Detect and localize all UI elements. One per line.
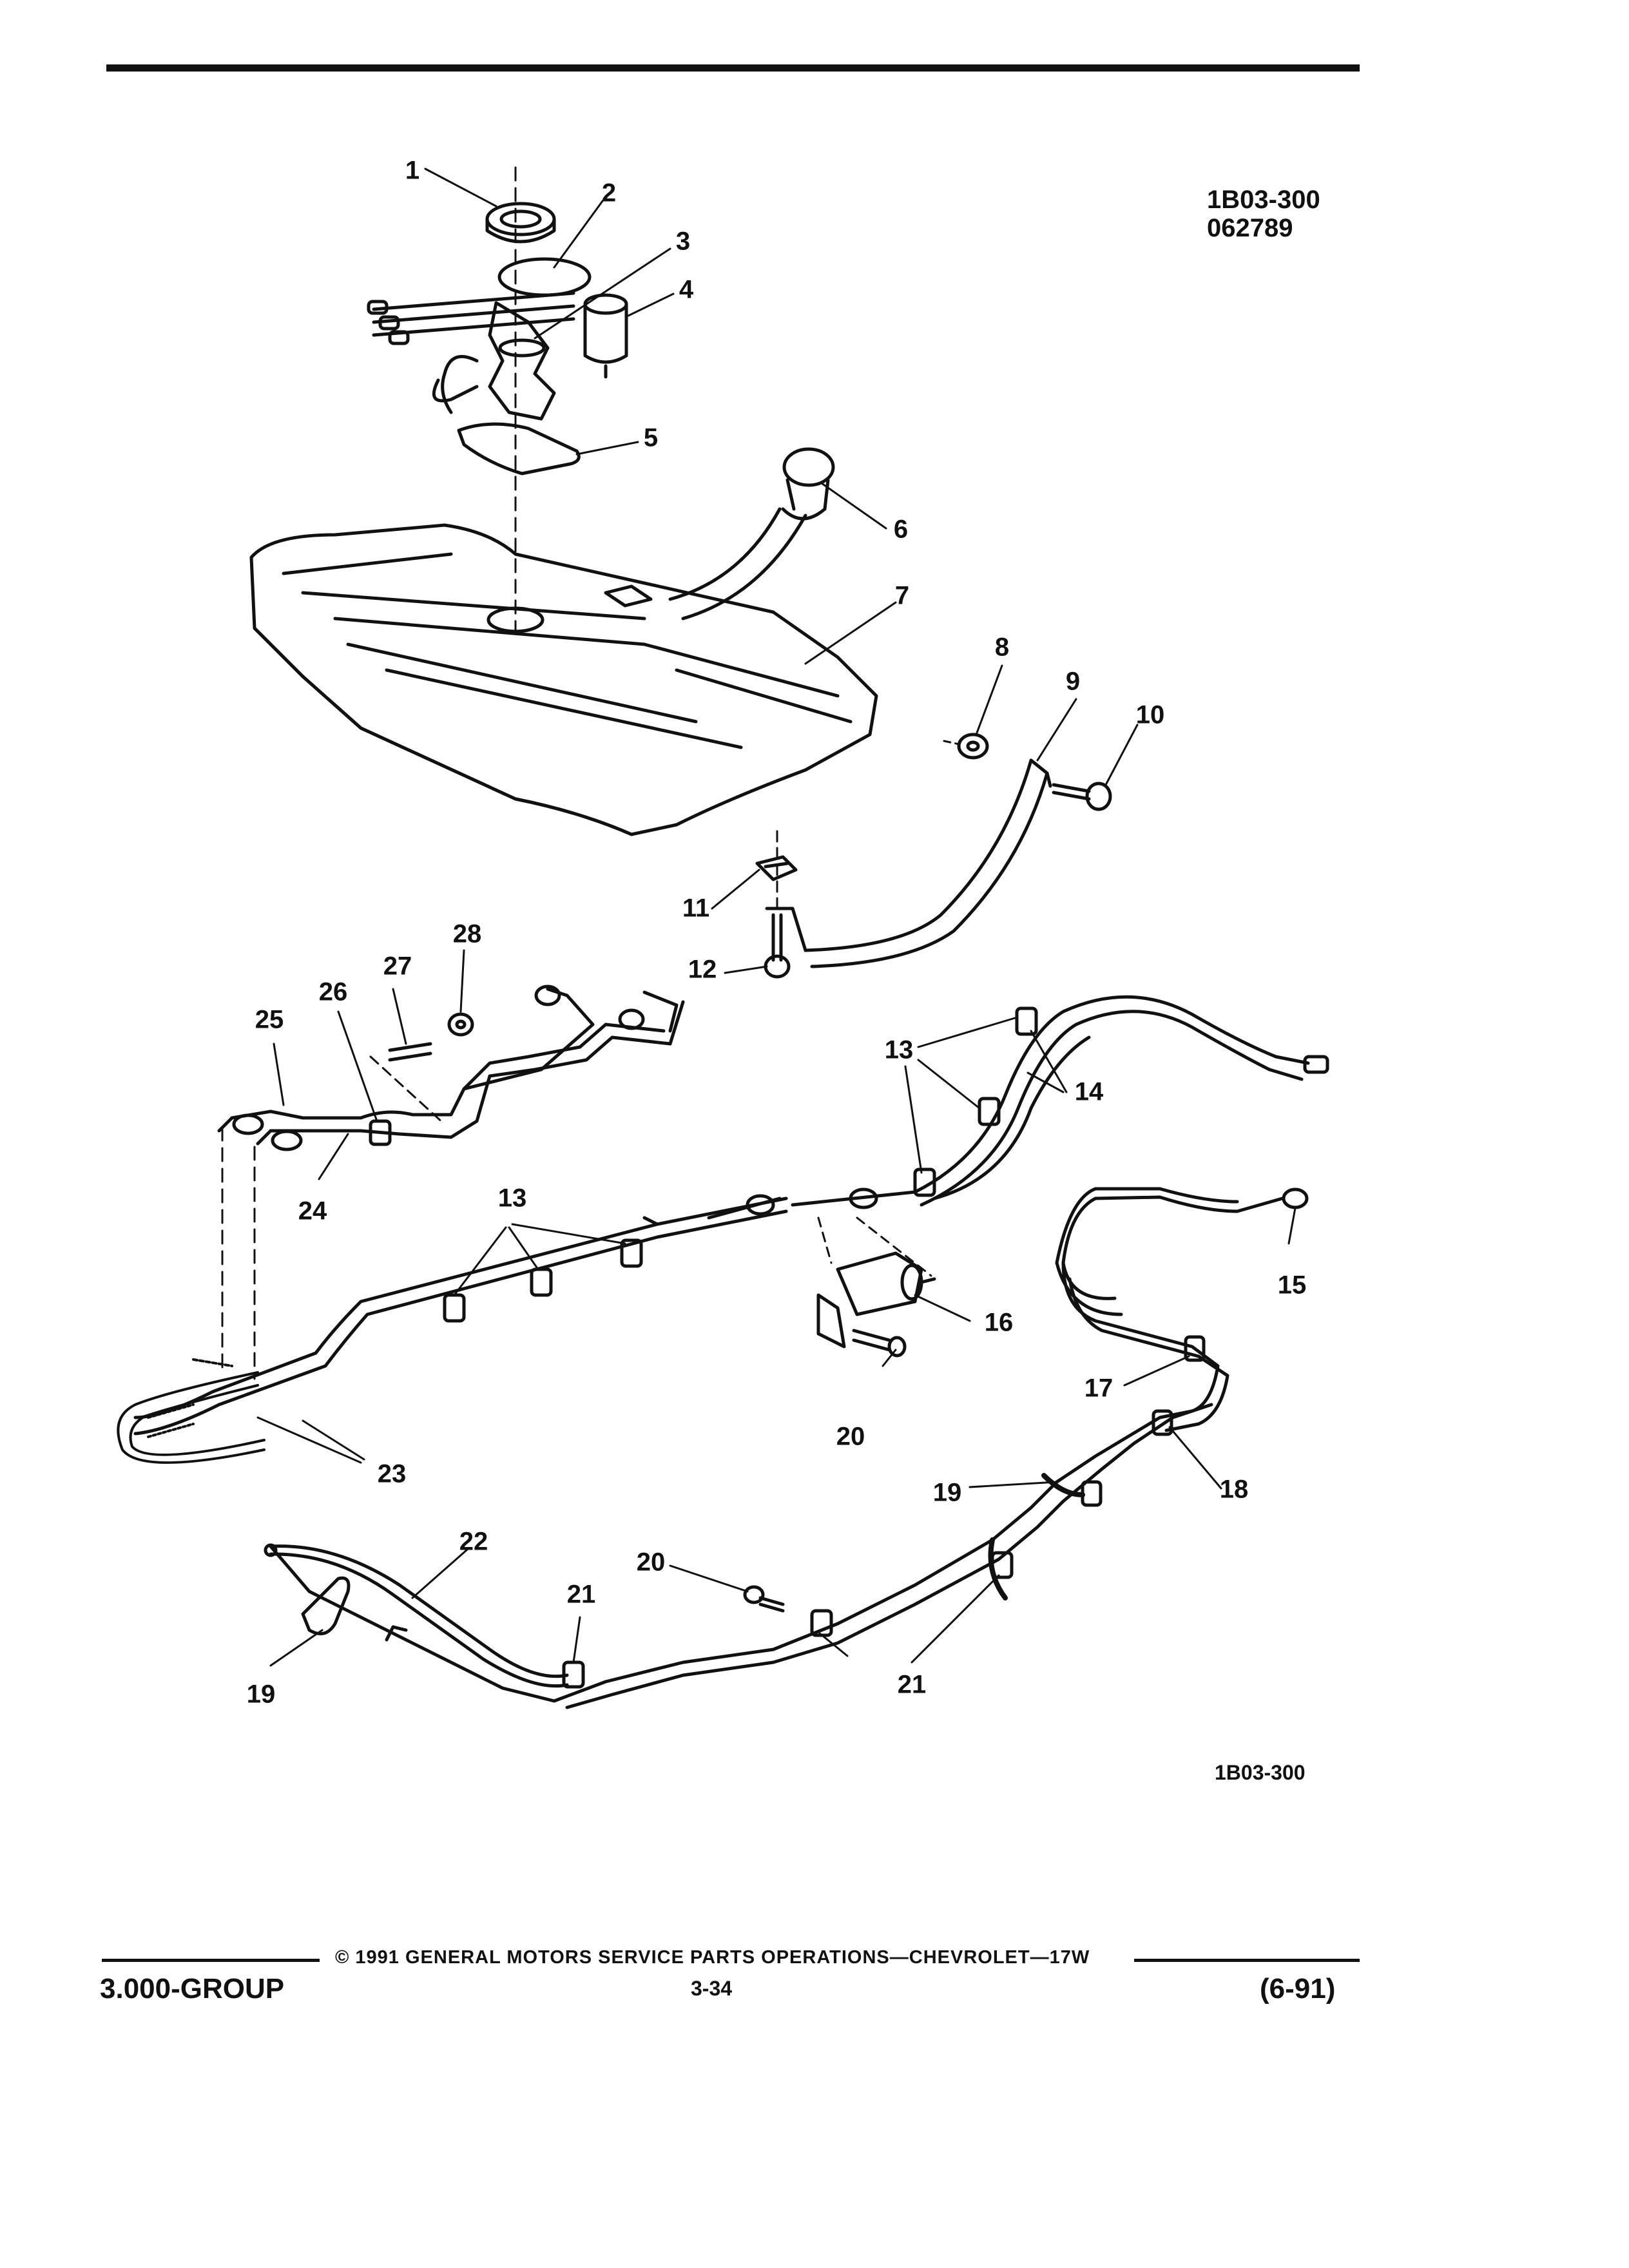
hose-clip bbox=[301, 1576, 351, 1636]
footer-rule-right bbox=[1134, 1959, 1360, 1962]
copyright-line: © 1991 GENERAL MOTORS SERVICE PARTS OPER… bbox=[335, 1947, 1090, 1968]
callout-1: 1 bbox=[405, 156, 420, 185]
figure-date: 062789 bbox=[1207, 214, 1293, 242]
callout-13-upper: 13 bbox=[884, 1035, 914, 1064]
lock-ring bbox=[485, 202, 556, 244]
callout-20-middle: 20 bbox=[836, 1422, 865, 1451]
front-connecting-lines bbox=[217, 985, 685, 1151]
strap-bolt bbox=[1052, 782, 1112, 811]
seal-ring bbox=[498, 338, 546, 358]
callout-12: 12 bbox=[688, 955, 717, 984]
callout-16: 16 bbox=[984, 1308, 1014, 1337]
coiled-flex-hoses bbox=[117, 1358, 265, 1464]
right-side-lines bbox=[269, 1261, 1229, 1709]
callout-25: 25 bbox=[255, 1005, 284, 1034]
callout-26: 26 bbox=[318, 977, 348, 1006]
callout-2: 2 bbox=[601, 178, 617, 207]
line-clips-upper bbox=[913, 1006, 1038, 1197]
tank-strap bbox=[765, 758, 1052, 968]
callout-17: 17 bbox=[1084, 1374, 1113, 1403]
filler-neck bbox=[668, 447, 835, 620]
callout-19-right: 19 bbox=[932, 1478, 962, 1507]
callout-18: 18 bbox=[1219, 1475, 1249, 1504]
vapor-line bbox=[264, 1543, 569, 1688]
callout-20-lower: 20 bbox=[636, 1548, 666, 1577]
fuel-filter bbox=[816, 1251, 936, 1349]
page-number: 3-34 bbox=[691, 1977, 733, 2000]
callout-19-left: 19 bbox=[246, 1680, 276, 1709]
callout-13-lower: 13 bbox=[497, 1184, 527, 1213]
callout-4: 4 bbox=[679, 275, 694, 304]
callout-21-left: 21 bbox=[566, 1580, 596, 1609]
callout-15: 15 bbox=[1277, 1271, 1307, 1300]
callout-10: 10 bbox=[1135, 700, 1165, 729]
callout-27: 27 bbox=[383, 952, 412, 981]
diagram-bottom-code: 1B03-300 bbox=[1215, 1761, 1306, 1784]
callout-11: 11 bbox=[682, 894, 710, 923]
callout-6: 6 bbox=[893, 515, 909, 544]
filter-bolt bbox=[852, 1329, 907, 1358]
callout-8: 8 bbox=[994, 633, 1010, 662]
callout-24: 24 bbox=[298, 1196, 327, 1225]
fuel-sender-assembly bbox=[367, 257, 592, 421]
strap-retaining-bolt bbox=[764, 913, 791, 979]
bottom-line-clips bbox=[562, 1551, 1014, 1689]
stud-and-nut bbox=[388, 1012, 474, 1062]
group-label: 3.000-GROUP bbox=[100, 1973, 285, 2004]
callout-23: 23 bbox=[377, 1459, 407, 1488]
top-rule bbox=[106, 64, 1360, 72]
fuel-strainer bbox=[457, 422, 581, 476]
fuel-pump bbox=[583, 293, 628, 379]
callout-5: 5 bbox=[643, 423, 659, 452]
footer-rule-left bbox=[102, 1959, 320, 1962]
leader-lines bbox=[256, 168, 1296, 1667]
callout-22: 22 bbox=[459, 1527, 488, 1556]
callout-28: 28 bbox=[452, 919, 482, 948]
return-line-fitting bbox=[1055, 1187, 1309, 1316]
callout-14: 14 bbox=[1074, 1077, 1104, 1106]
callout-9: 9 bbox=[1065, 667, 1081, 696]
fuel-tank bbox=[249, 523, 878, 836]
callout-7: 7 bbox=[894, 581, 910, 610]
figure-code: 1B03-300 bbox=[1207, 186, 1320, 214]
callout-21-right: 21 bbox=[897, 1670, 927, 1699]
clip-bolt bbox=[743, 1585, 785, 1613]
callout-3: 3 bbox=[675, 227, 691, 256]
rear-fuel-lines-upper bbox=[913, 995, 1329, 1207]
strap-nut bbox=[957, 733, 989, 760]
revision-label: (6-91) bbox=[1260, 1973, 1336, 2004]
